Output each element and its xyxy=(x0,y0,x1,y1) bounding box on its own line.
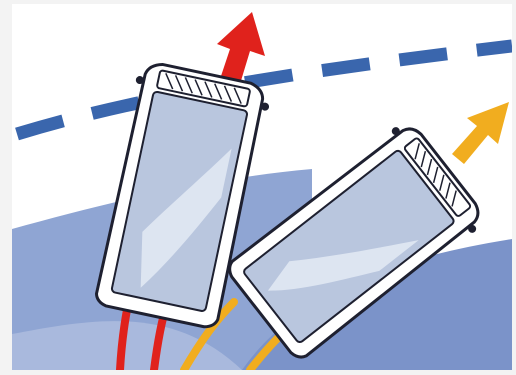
scene-svg xyxy=(12,4,512,370)
lane-change-scene xyxy=(12,4,512,370)
